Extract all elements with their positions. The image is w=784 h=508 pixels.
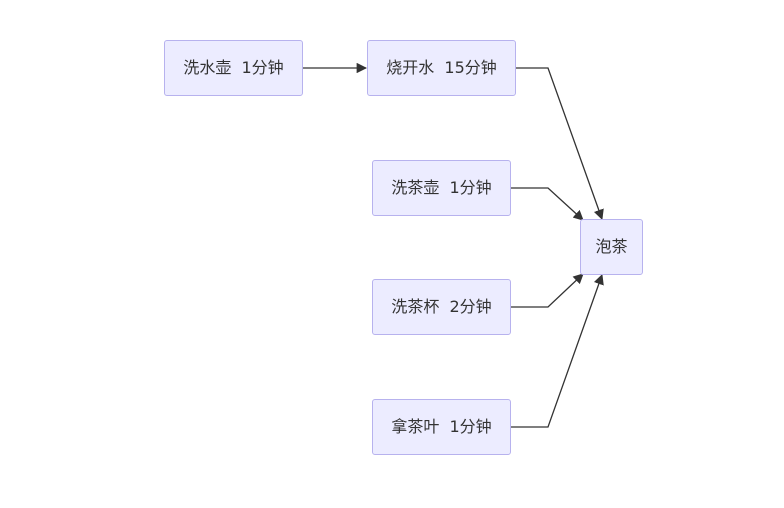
- edge-wash-teapot-to-brew-tea: [511, 187, 584, 221]
- node-wash-cups: 洗茶杯 2分钟: [372, 279, 511, 335]
- edge-boil-water-to-brew-tea: [516, 67, 604, 220]
- node-wash-teapot: 洗茶壶 1分钟: [372, 160, 511, 216]
- edge-get-leaves-to-brew-tea: [511, 274, 604, 428]
- node-boil-water: 烧开水 15分钟: [367, 40, 516, 96]
- node-brew-tea: 泡茶: [580, 219, 643, 275]
- node-wash-kettle: 洗水壶 1分钟: [164, 40, 303, 96]
- node-get-leaves: 拿茶叶 1分钟: [372, 399, 511, 455]
- edge-wash-cups-to-brew-tea: [511, 273, 584, 308]
